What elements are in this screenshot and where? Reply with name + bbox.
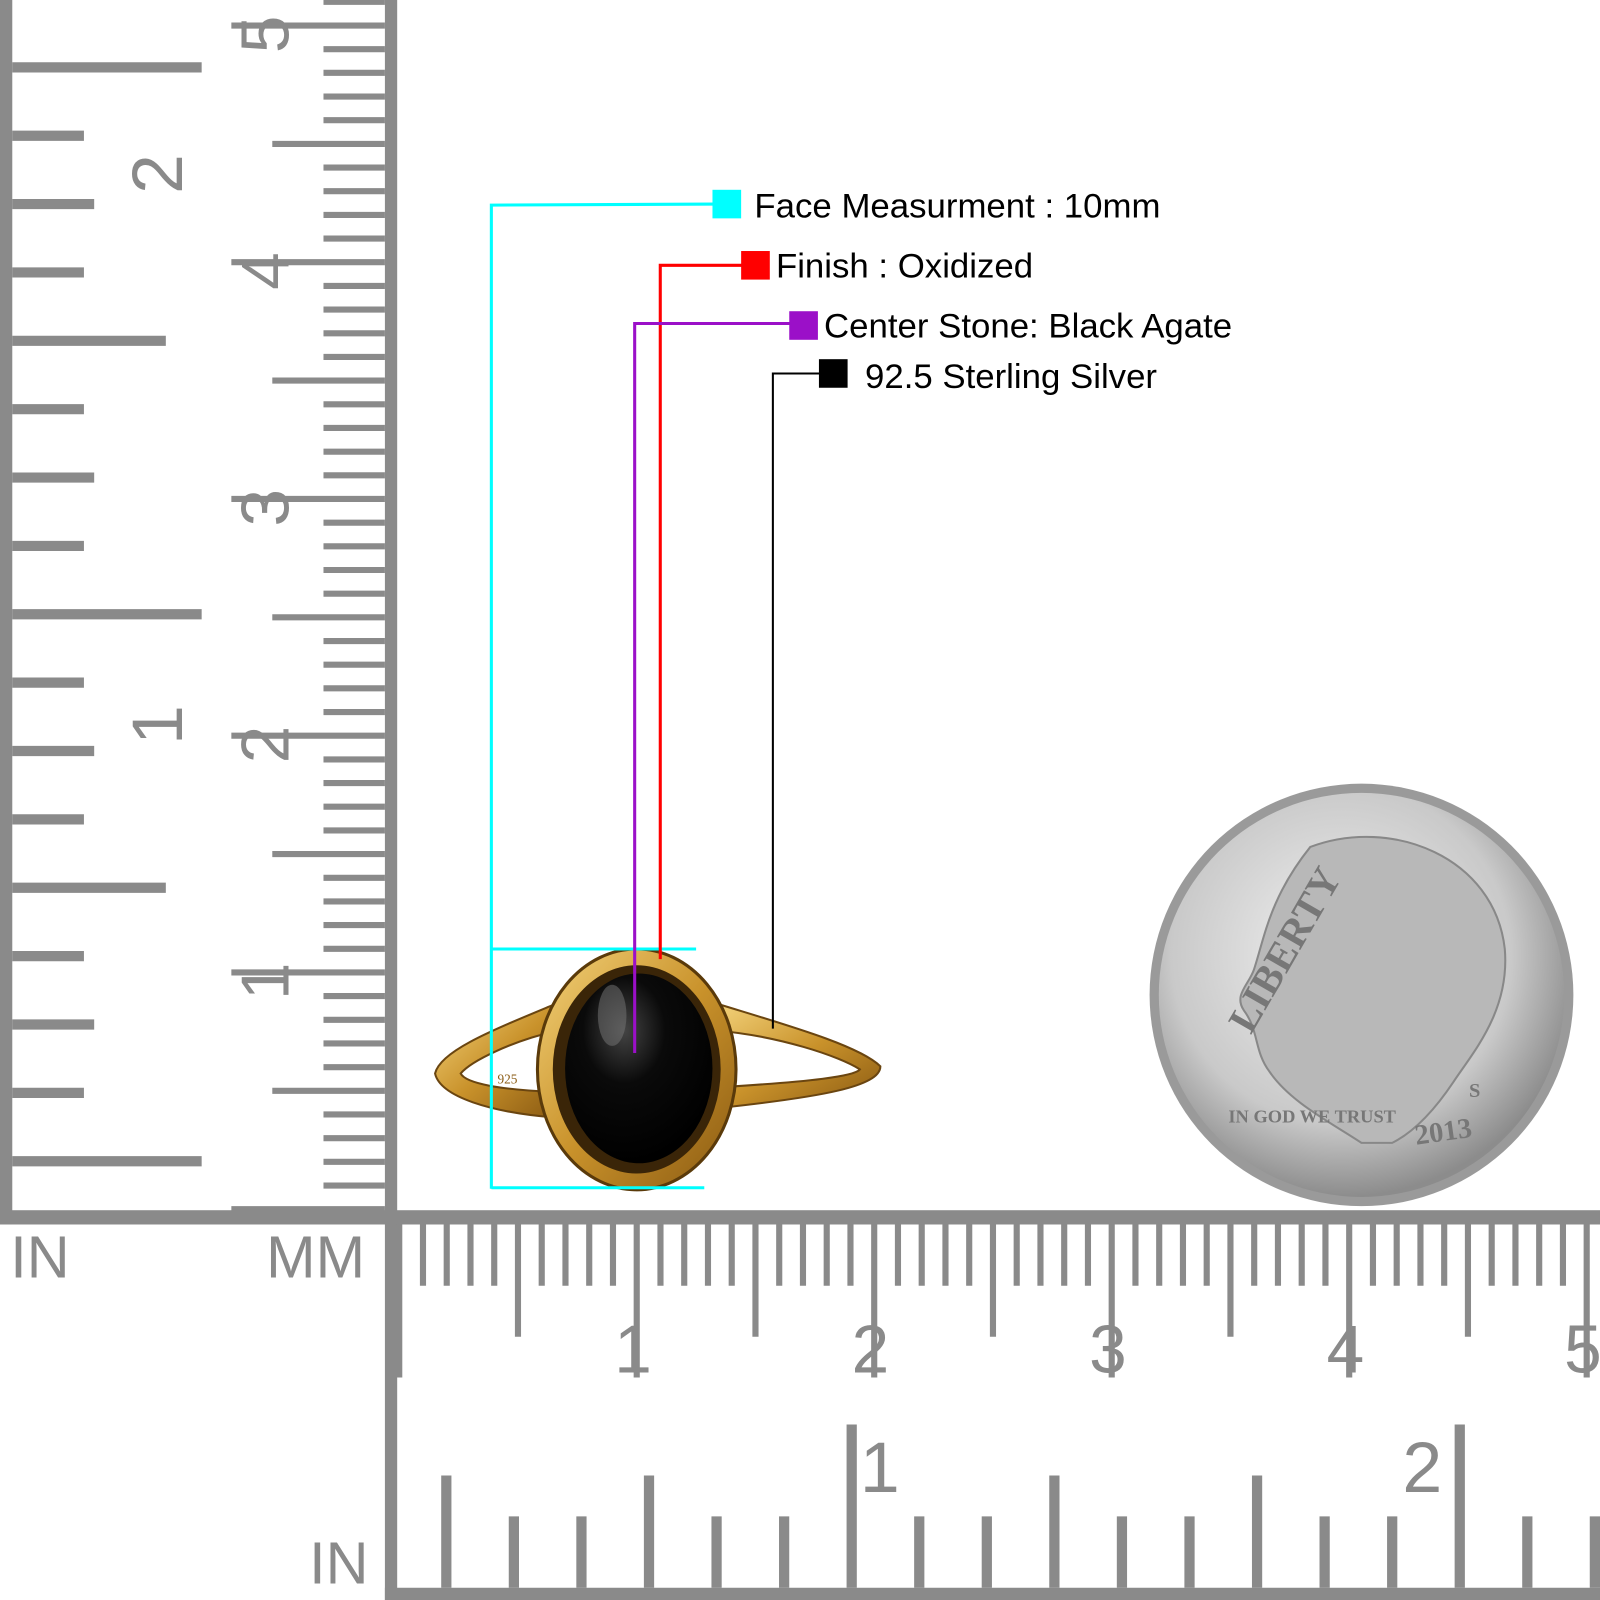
ruler-left-edge <box>0 0 13 1225</box>
unit-mm-label: MM <box>266 1224 365 1291</box>
inch-label-v: 2 <box>118 154 198 194</box>
mm-label-v: 5 <box>229 16 304 53</box>
purple-marker <box>789 311 818 340</box>
ring-image: 925 <box>434 947 882 1192</box>
cyan-marker <box>712 189 742 219</box>
spec-center-stone: Center Stone: Black Agate <box>824 308 1232 346</box>
mm-label-h: 1 <box>614 1313 652 1388</box>
stone-leader <box>633 321 793 1054</box>
inch-label-h: 2 <box>1402 1428 1442 1508</box>
face-measurement-leader <box>489 202 717 1189</box>
inch-label-v: 1 <box>118 705 198 745</box>
ruler-bottom-edge <box>384 1587 1600 1600</box>
mm-label-v: 2 <box>229 726 304 763</box>
ring-stamp: 925 <box>498 1072 518 1087</box>
mm-label-v: 1 <box>229 963 304 1000</box>
spec-face-measurement: Face Measurment : 10mm <box>754 187 1160 225</box>
mm-label-v: 3 <box>229 489 304 526</box>
ruler-horizontal-divider <box>0 1210 1600 1225</box>
mm-label-h: 5 <box>1564 1313 1600 1388</box>
red-marker <box>741 251 770 280</box>
mm-label-v: 4 <box>229 252 304 289</box>
spec-legend: Face Measurment : 10mm Finish : Oxidized… <box>712 187 1232 396</box>
black-agate-stone <box>565 973 713 1164</box>
ruler-vertical-divider <box>384 0 398 1600</box>
dime-coin: LIBERTY IN GOD WE TRUST 2013 S <box>1149 783 1574 1207</box>
coin-motto: IN GOD WE TRUST <box>1228 1106 1396 1126</box>
inch-label-h: 1 <box>860 1428 900 1508</box>
leader-lines <box>489 202 821 1190</box>
unit-in-bottom-label: IN <box>309 1530 368 1597</box>
metal-leader <box>771 372 821 1029</box>
coin-mint-mark: S <box>1469 1080 1480 1102</box>
ring-shank-right <box>715 1003 882 1109</box>
mm-label-h: 4 <box>1327 1313 1365 1388</box>
spec-finish: Finish : Oxidized <box>776 248 1033 286</box>
mm-label-h: 2 <box>852 1313 890 1388</box>
spec-metal: 92.5 Sterling Silver <box>865 358 1157 396</box>
mm-label-h: 3 <box>1089 1313 1127 1388</box>
unit-in-label: IN <box>10 1224 69 1291</box>
black-marker <box>818 359 848 388</box>
finish-leader <box>658 263 744 960</box>
stone-highlight <box>597 984 627 1046</box>
portrait <box>1239 835 1507 1144</box>
